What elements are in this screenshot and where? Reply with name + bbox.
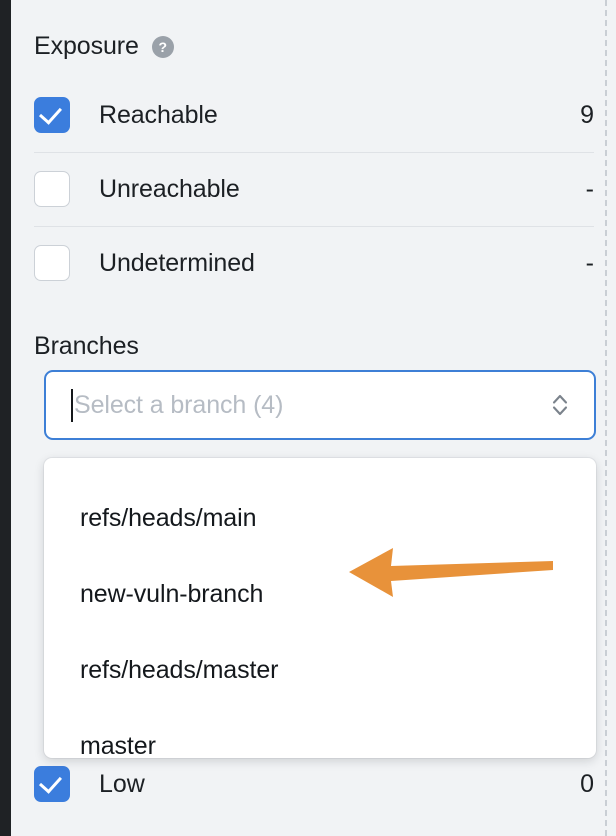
branch-option-0[interactable]: refs/heads/main [80, 504, 257, 532]
exposure-row-undetermined[interactable]: Undetermined - [34, 226, 594, 300]
left-nav-rail [0, 0, 11, 836]
checkbox-reachable[interactable] [34, 97, 70, 133]
check-icon [38, 770, 63, 794]
branch-option-2[interactable]: refs/heads/master [80, 656, 279, 684]
checkbox-undetermined[interactable] [34, 245, 70, 281]
check-icon [38, 101, 63, 125]
checkbox-unreachable[interactable] [34, 171, 70, 207]
exposure-row-unreachable[interactable]: Unreachable - [34, 152, 594, 226]
filters-content: Exposure ? Reachable 9 Unreachable - Und… [11, 0, 605, 836]
exposure-count-reachable: 9 [580, 101, 594, 129]
text-cursor-caret [71, 388, 73, 422]
panel-right-edge-divider [605, 0, 607, 836]
exposure-heading-label: Exposure [34, 32, 139, 60]
exposure-section-heading: Exposure ? [34, 31, 174, 61]
exposure-label-reachable: Reachable [99, 101, 218, 129]
exposure-label-unreachable: Unreachable [99, 175, 240, 203]
severity-label-low: Low [99, 770, 145, 798]
branches-heading-label: Branches [34, 332, 139, 360]
help-icon[interactable]: ? [151, 36, 174, 58]
severity-count-low: 0 [580, 770, 594, 798]
branch-option-3[interactable]: master [80, 732, 156, 758]
branch-select-placeholder: Select a branch (4) [74, 391, 284, 419]
branch-option-1[interactable]: new-vuln-branch [80, 580, 264, 608]
exposure-row-reachable[interactable]: Reachable 9 [34, 78, 594, 152]
exposure-filter-list: Reachable 9 Unreachable - Undetermined - [34, 78, 594, 300]
branch-select-wrapper: Select a branch (4) [44, 370, 596, 440]
branch-dropdown-list: refs/heads/main new-vuln-branch refs/hea… [44, 458, 596, 758]
exposure-count-unreachable: - [585, 175, 594, 203]
branches-section-heading: Branches [34, 331, 139, 361]
chevron-up-down-icon[interactable] [550, 391, 570, 419]
branch-select-combobox[interactable]: Select a branch (4) [44, 370, 596, 440]
checkbox-severity-low[interactable] [34, 766, 70, 802]
exposure-count-undetermined: - [585, 249, 594, 277]
exposure-label-undetermined: Undetermined [99, 249, 255, 277]
severity-row-low[interactable]: Low 0 [34, 760, 594, 808]
